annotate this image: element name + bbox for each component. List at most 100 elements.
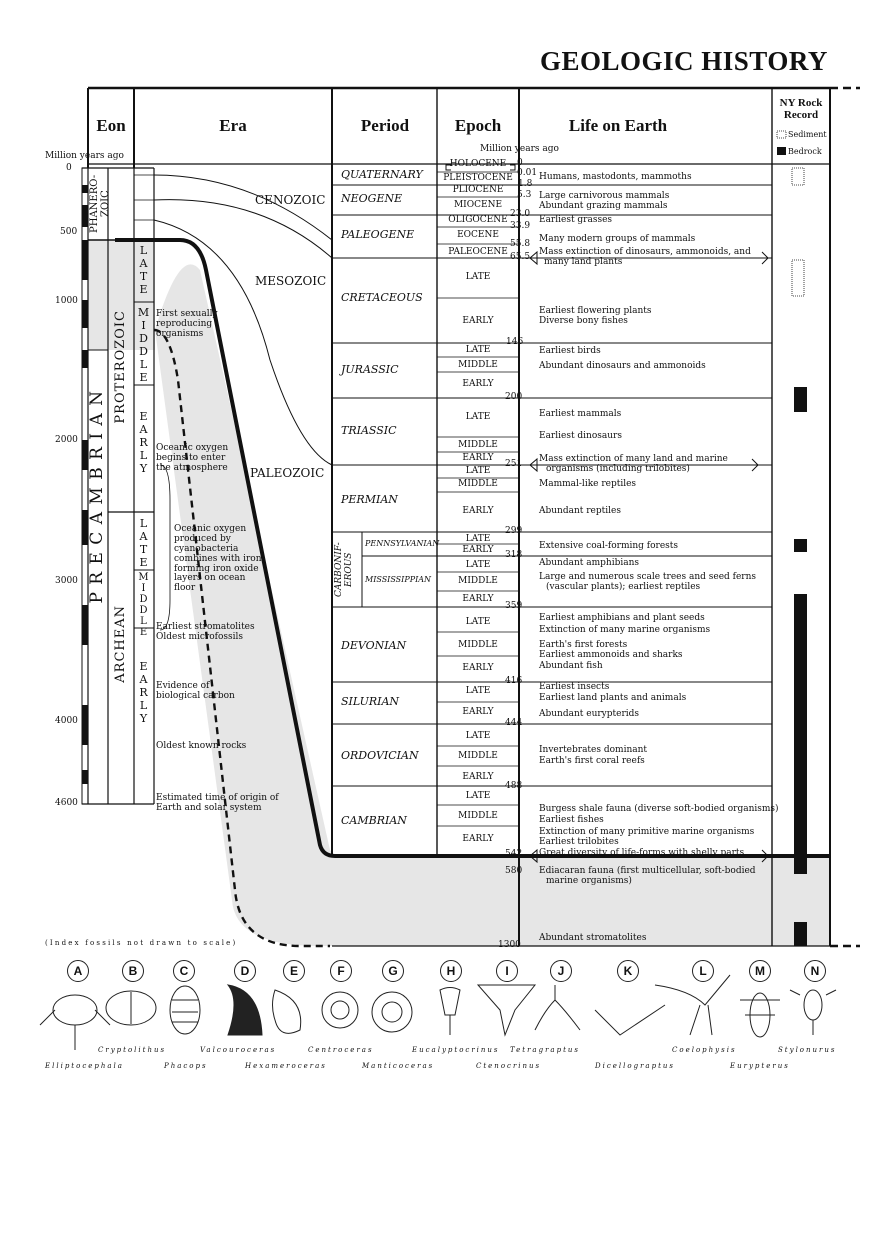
header-epoch: Epoch xyxy=(454,116,502,135)
life-note: many land plants xyxy=(544,257,623,267)
note-stromatolites: Earliest stromatolites xyxy=(156,622,255,632)
eon-proterozoic: PROTEROZOIC xyxy=(113,310,128,424)
epoch: EARLY xyxy=(462,594,494,604)
life-note: Mammal-like reptiles xyxy=(539,479,637,489)
epoch: LATE xyxy=(465,560,491,570)
period-carboniferous: CARBONIF-EROUS xyxy=(334,542,354,598)
epoch: EARLY xyxy=(462,707,494,717)
epoch: EARLY xyxy=(462,772,494,782)
note-origin: Estimated time of origin of Earth and so… xyxy=(156,793,279,813)
late-shade xyxy=(134,240,154,302)
fossil-name-l: Coelophysis xyxy=(672,1046,737,1054)
note-oxygen-atm: Oceanic oxygen begins to enter the atmos… xyxy=(156,443,229,473)
epoch: EARLY xyxy=(462,834,494,844)
subdiv-late: LATE xyxy=(137,517,150,569)
fossil-name-k: Dicellograptus xyxy=(595,1062,676,1070)
epoch: LATE xyxy=(465,345,491,355)
left-tick: 500 xyxy=(60,227,78,237)
epoch: MIDDLE xyxy=(458,811,498,821)
subdiv-middle: MIDDLE xyxy=(138,572,149,638)
life-note: Diverse bony fishes xyxy=(539,316,628,326)
fossil-name-c: Phacops xyxy=(164,1062,208,1070)
note-iron: Oceanic oxygen produced by cyanobacteria… xyxy=(174,524,265,594)
fossil-drawings xyxy=(39,974,837,1050)
era-boundary-curve xyxy=(115,238,830,858)
epoch: MIDDLE xyxy=(458,360,498,370)
eon-precambrian: P R E C A M B R I A N xyxy=(87,390,107,604)
epoch: EARLY xyxy=(462,453,494,463)
fossil-name-m: Eurypterus xyxy=(730,1062,790,1070)
life-note: Ediacaran fauna (first multicellular, so… xyxy=(539,866,756,876)
header-eon: Eon xyxy=(96,116,126,135)
age-tick: 5.3 xyxy=(517,190,532,200)
life-note: Abundant eurypterids xyxy=(539,709,640,719)
epoch: OLIGOCENE xyxy=(448,215,508,225)
age-tick: 55.8 xyxy=(510,239,531,249)
life-note: Earliest ammonoids and sharks xyxy=(539,650,683,660)
period-jurassic: JURASSIC xyxy=(341,363,399,376)
life-note: Abundant stromatolites xyxy=(539,933,647,943)
mya-left-label: Million years ago xyxy=(45,151,124,161)
eon-archean: ARCHEAN xyxy=(113,605,128,683)
age-tick: 488 xyxy=(505,781,523,791)
fossil-note: (Index fossils not drawn to scale) xyxy=(45,939,238,947)
epoch: LATE xyxy=(465,791,491,801)
epoch: EOCENE xyxy=(457,230,499,240)
life-note: Earliest fishes xyxy=(539,815,604,825)
life-note: organisms (including trilobites) xyxy=(546,464,690,474)
life-note: Burgess shale fauna (diverse soft-bodied… xyxy=(539,804,779,814)
left-tick: 4600 xyxy=(55,798,78,808)
epoch: LATE xyxy=(465,272,491,282)
subdiv-late: LATE xyxy=(137,244,150,296)
epoch: LATE xyxy=(465,534,491,544)
age-tick: 1300 xyxy=(498,940,521,950)
epoch: MIDDLE xyxy=(458,479,498,489)
epoch: LATE xyxy=(465,686,491,696)
left-tick: 4000 xyxy=(55,716,78,726)
epoch: LATE xyxy=(465,466,491,476)
life-note: Abundant reptiles xyxy=(539,506,621,516)
age-tick: 542 xyxy=(505,849,523,859)
life-note: Mass extinction of dinosaurs, ammonoids,… xyxy=(539,247,751,257)
fossil-name-d: Valcouroceras xyxy=(200,1046,277,1054)
fossil-letter-b: B xyxy=(122,960,144,982)
period-triassic: TRIASSIC xyxy=(341,424,397,437)
epoch: MIDDLE xyxy=(458,576,498,586)
age-tick: 580 xyxy=(505,866,523,876)
period-ordovician: ORDOVICIAN xyxy=(341,749,419,762)
epoch: EARLY xyxy=(462,379,494,389)
era-cenozoic: CENOZOIC xyxy=(255,193,326,207)
life-note: Earliest trilobites xyxy=(539,837,619,847)
fossil-letter-g: G xyxy=(382,960,404,982)
life-note: Abundant amphibians xyxy=(539,558,640,568)
age-tick: 0 xyxy=(517,158,523,168)
left-tick: 2000 xyxy=(55,435,78,445)
life-note: Earliest land plants and animals xyxy=(539,693,687,703)
age-tick: 359 xyxy=(505,601,523,611)
mesozoic-curve-1 xyxy=(153,199,333,259)
extinction-brackets xyxy=(445,164,769,864)
epoch: EARLY xyxy=(462,663,494,673)
age-tick: 65.5 xyxy=(510,252,531,262)
age-tick: 251 xyxy=(505,459,523,469)
life-note: Earliest grasses xyxy=(539,215,613,225)
fossil-letter-k: K xyxy=(617,960,639,982)
life-note: Abundant fish xyxy=(539,661,603,671)
period-paleogene: PALEOGENE xyxy=(341,228,415,241)
fossil-letter-h: H xyxy=(440,960,462,982)
age-tick: 23.0 xyxy=(510,209,531,219)
eon-phanerozoic: PHANERO-ZOIC xyxy=(89,174,111,234)
epoch: LATE xyxy=(465,617,491,627)
fossil-letter-e: E xyxy=(283,960,305,982)
life-note: Many modern groups of mammals xyxy=(539,234,696,244)
subdiv-early: EARLY xyxy=(137,410,150,475)
fossil-name-i: Ctenocrinus xyxy=(476,1062,542,1070)
era-mesozoic: MESOZOIC xyxy=(255,274,327,288)
life-note: marine organisms) xyxy=(546,876,632,886)
legend-bedrock: Bedrock xyxy=(788,147,822,156)
period-permian: PERMIAN xyxy=(341,493,398,506)
page-title: GEOLOGIC HISTORY xyxy=(540,46,828,76)
epoch: PLIOCENE xyxy=(452,185,504,195)
